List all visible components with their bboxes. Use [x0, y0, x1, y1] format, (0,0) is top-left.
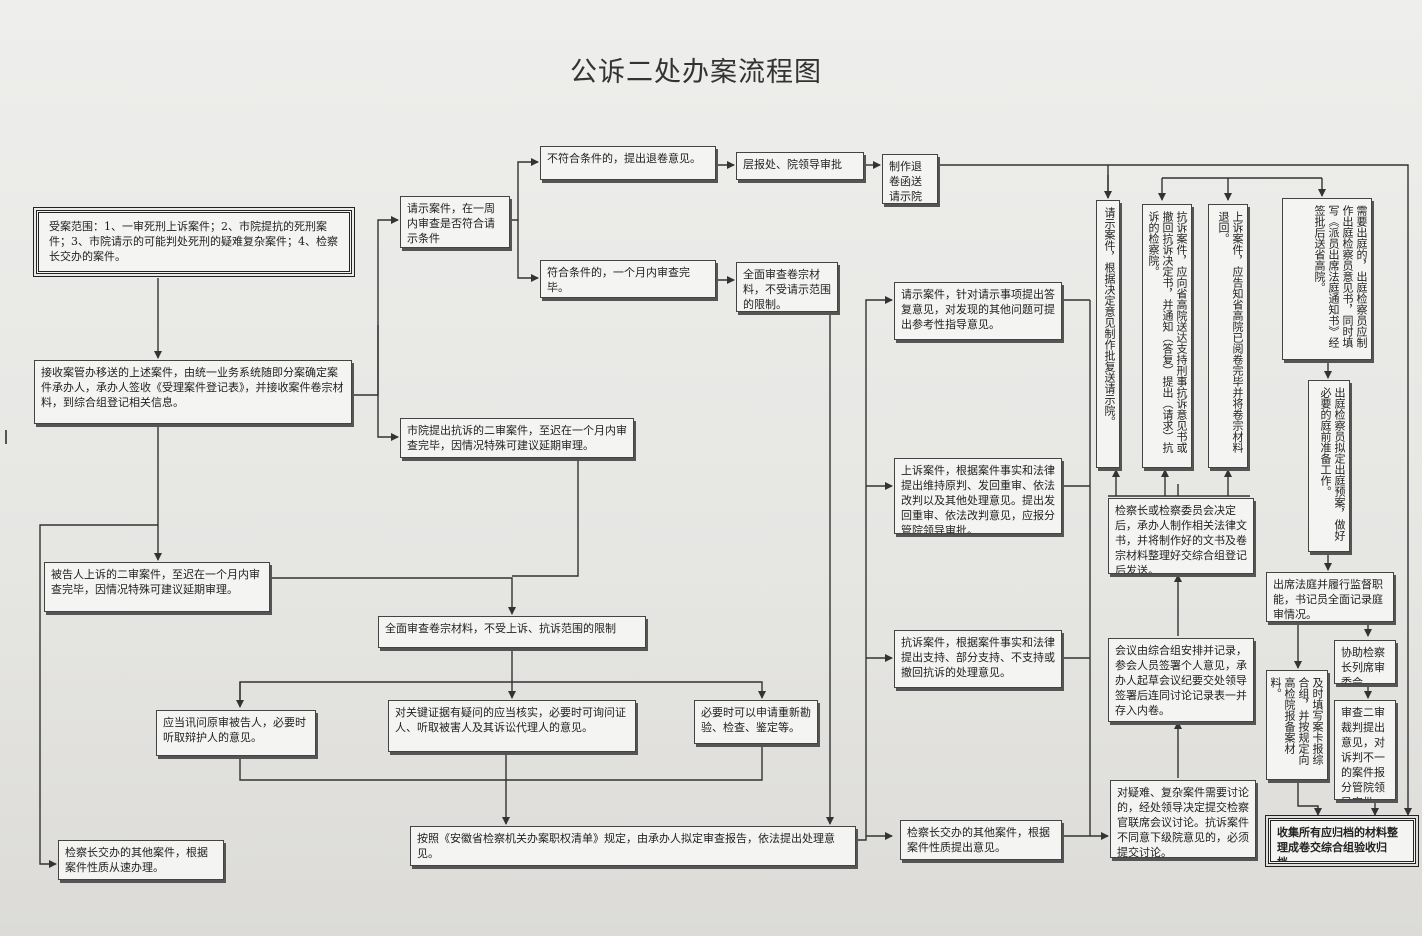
meeting-arrange-text: 会议由综合组安排并记录，参会人员签署个人意见，承办人起草会议纪要交处领导签署后连…: [1115, 644, 1247, 717]
request-opinion-text: 请示案件，针对请示事项提出答复意见，对发现的其他问题可提出参考性指导意见。: [901, 288, 1055, 331]
protest-second-text: 市院提出抗诉的二审案件，至迟在一个月内审查完毕，因情况特殊可建议延期审理。: [407, 424, 627, 452]
qualified-box: 符合条件的，一个月内审查完毕。: [540, 260, 716, 298]
chief-other-mid-text: 检察长交办的其他案件，根据案件性质提出意见。: [907, 826, 1050, 854]
page-title: 公诉二处办案流程图: [570, 57, 822, 88]
appeal-opinion-text: 上诉案件，根据案件事实和法律提出维持原判、发回重审、依法改判以及其他处理意见。提…: [901, 464, 1055, 534]
col-appeal-text: 上诉案件，应告知省高院已阅卷完毕并将卷宗材料退回。: [1217, 211, 1244, 453]
archive-text: 收集所有应归档的材料整理成卷交综合组验收归档。: [1277, 826, 1398, 864]
reinspect-text: 必要时可以申请重新勘验、检查、鉴定等。: [701, 706, 811, 734]
col-protest-box: 抗诉案件，应向省高院送达支持刑事抗诉意见书或撤回抗诉决定书，并通知（答复）提出（…: [1142, 204, 1192, 468]
qualified-text: 符合条件的，一个月内审查完毕。: [547, 266, 690, 294]
col-appeal-box: 上诉案件，应告知省高院已阅卷完毕并将卷宗材料退回。: [1208, 204, 1248, 468]
chief-other-left-text: 检察长交办的其他案件，根据案件性质从速办理。: [65, 846, 208, 874]
appeal-opinion-box: 上诉案件，根据案件事实和法律提出维持原判、发回重审、依法改判以及其他处理意见。提…: [894, 458, 1062, 534]
interrogate-text: 应当讯问原审被告人，必要时听取辩护人的意见。: [163, 716, 306, 744]
protest-opinion-text: 抗诉案件，根据案件事实和法律提出支持、部分支持、不支持或撤回抗诉的处理意见。: [901, 636, 1055, 679]
col-request-box: 请示案件，根据决定意见制作批复送请示院。: [1096, 200, 1120, 468]
verify-evidence-text: 对关键证据有疑问的应当核实，必要时可询问证人、听取被害人及其诉讼代理人的意见。: [395, 706, 626, 734]
chief-other-mid-box: 检察长交办的其他案件，根据案件性质提出意见。: [900, 820, 1062, 860]
fill-card-box: 及时填写案卡报综合组，并按规定向高检院报备案材料。: [1266, 670, 1328, 780]
report-box: 按照《安徽省检察机关办案职权清单》规定，由承办人拟定审查报告，依法提出处理意见。: [410, 826, 856, 866]
request-review-text: 请示案件，在一周内审查是否符合请示条件: [407, 202, 495, 245]
report-approval-box: 层报处、院领导审批: [736, 152, 864, 180]
not-qualified-text: 不符合条件的，提出退卷意见。: [547, 152, 701, 165]
request-opinion-box: 请示案件，针对请示事项提出答复意见，对发现的其他问题可提出参考性指导意见。: [894, 282, 1062, 340]
return-letter-box: 制作退卷函送请示院: [882, 154, 938, 204]
return-letter-text: 制作退卷函送请示院: [889, 160, 922, 203]
report-text: 按照《安徽省检察机关办案职权清单》规定，由承办人拟定审查报告，依法提出处理意见。: [417, 832, 835, 860]
prosecutor-plan-box: 出庭检察员拟定出庭预案，做好必要的庭前准备工作。: [1308, 380, 1350, 552]
request-review-box: 请示案件，在一周内审查是否符合请示条件: [400, 196, 510, 248]
decision-text: 检察长或检察委员会决定后，承办人制作相关法律文书，并将制作好的文书及卷宗材料整理…: [1115, 504, 1247, 574]
decision-box: 检察长或检察委员会决定后，承办人制作相关法律文书，并将制作好的文书及卷宗材料整理…: [1108, 498, 1254, 574]
meeting-arrange-box: 会议由综合组安排并记录，参会人员签署个人意见，承办人起草会议纪要交处领导签署后连…: [1108, 638, 1254, 722]
full-review-text: 全面审查卷宗材料，不受上诉、抗诉范围的限制: [385, 622, 616, 635]
scope-box: 受案范围：1、一审死刑上诉案件；2、市院提抗的死刑案件；3、市院请示的可能判处死…: [33, 207, 355, 277]
protest-opinion-box: 抗诉案件，根据案件事实和法律提出支持、部分支持、不支持或撤回抗诉的处理意见。: [894, 630, 1062, 688]
court-attend-box: 出席法庭并履行监督职能，书记员全面记录庭审情况。: [1266, 572, 1394, 622]
appeal-second-box: 被告人上诉的二审案件，至迟在一个月内审查完毕，因情况特殊可建议延期审理。: [44, 562, 270, 612]
review-judgment-text: 审查二审裁判提出意见，对诉判不一的案件报分管院领导审批。: [1341, 706, 1385, 799]
not-qualified-box: 不符合条件的，提出退卷意见。: [540, 146, 716, 180]
protest-second-box: 市院提出抗诉的二审案件，至迟在一个月内审查完毕，因情况特殊可建议延期审理。: [400, 418, 634, 458]
report-approval-text: 层报处、院领导审批: [743, 158, 842, 171]
col-protest-text: 抗诉案件，应向省高院送达支持刑事抗诉意见书或撤回抗诉决定书，并通知（答复）提出（…: [1147, 211, 1188, 453]
full-review-request-text: 全面审查卷宗材料，不受请示范围的限制。: [743, 268, 831, 311]
assist-chief-box: 协助检察长列席审委会。: [1334, 640, 1396, 684]
left-margin-mark: [5, 430, 7, 444]
prosecutor-plan-text: 出庭检察员拟定出庭预案，做好必要的庭前准备工作。: [1319, 387, 1346, 541]
court-attend-text: 出席法庭并履行监督职能，书记员全面记录庭审情况。: [1273, 578, 1383, 621]
intake-box: 接收案管办移送的上述案件，由统一业务系统随即分案确定案件承办人，承办人签收《受理…: [34, 360, 352, 424]
assist-chief-text: 协助检察长列席审委会。: [1341, 646, 1385, 684]
review-judgment-box: 审查二审裁判提出意见，对诉判不一的案件报分管院领导审批。: [1334, 700, 1396, 800]
fill-card-text: 及时填写案卡报综合组，并按规定向高检院报备案材料。: [1269, 677, 1324, 765]
intake-text: 接收案管办移送的上述案件，由统一业务系统随即分案确定案件承办人，承办人签收《受理…: [41, 366, 344, 409]
verify-evidence-box: 对关键证据有疑问的应当核实，必要时可询问证人、听取被害人及其诉讼代理人的意见。: [388, 700, 636, 752]
reinspect-box: 必要时可以申请重新勘验、检查、鉴定等。: [694, 700, 818, 744]
interrogate-box: 应当讯问原审被告人，必要时听取辩护人的意见。: [156, 710, 316, 756]
col-court-notice-box: 需要出庭的，出庭检察员应制作出庭检察员意见书，同时填写《派员出席法庭通知书》经签…: [1282, 198, 1372, 360]
col-request-text: 请示案件，根据决定意见制作批复送请示院。: [1103, 207, 1116, 427]
appeal-second-text: 被告人上诉的二审案件，至迟在一个月内审查完毕，因情况特殊可建议延期审理。: [51, 568, 260, 596]
chief-other-left-box: 检察长交办的其他案件，根据案件性质从速办理。: [58, 840, 224, 880]
difficult-cases-box: 对疑难、复杂案件需要讨论的，经处领导决定提交检察官联席会议讨论。抗诉案件不同意下…: [1110, 780, 1256, 858]
difficult-cases-text: 对疑难、复杂案件需要讨论的，经处领导决定提交检察官联席会议讨论。抗诉案件不同意下…: [1117, 786, 1249, 858]
archive-box: 收集所有应归档的材料整理成卷交综合组验收归档。: [1265, 815, 1419, 867]
col-court-notice-text: 需要出庭的，出庭检察员应制作出庭检察员意见书，同时填写《派员出席法庭通知书》经签…: [1313, 205, 1368, 348]
full-review-request-box: 全面审查卷宗材料，不受请示范围的限制。: [736, 262, 838, 312]
scope-text: 受案范围：1、一审死刑上诉案件；2、市院提抗的死刑案件；3、市院请示的可能判处死…: [49, 220, 338, 263]
full-review-box: 全面审查卷宗材料，不受上诉、抗诉范围的限制: [378, 616, 646, 648]
